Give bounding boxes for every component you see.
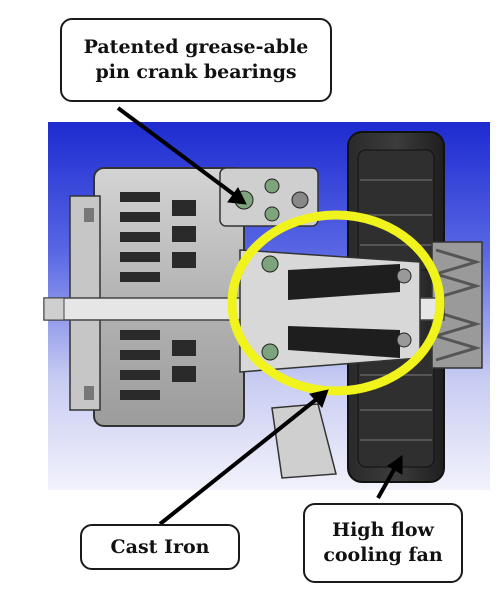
fan-callout: High flow cooling fan bbox=[303, 503, 463, 583]
bearings-arrowhead bbox=[227, 187, 247, 205]
cast-iron-arrowhead bbox=[309, 389, 329, 408]
highlight-ring bbox=[227, 210, 445, 396]
fan-label-line1: High flow bbox=[332, 519, 434, 541]
cast-iron-arrow bbox=[158, 396, 320, 526]
cast-iron-callout: Cast Iron bbox=[80, 524, 240, 570]
rear-housing bbox=[69, 167, 245, 427]
fan-arrowhead bbox=[387, 455, 403, 475]
bearings-label-line1: Patented grease-able bbox=[83, 36, 309, 58]
bearings-arrow bbox=[116, 106, 238, 198]
leader-arrows bbox=[116, 106, 403, 526]
fan-label-line2: cooling fan bbox=[323, 544, 443, 566]
bearings-callout: Patented grease-able pin crank bearings bbox=[60, 18, 332, 102]
fan-arrow bbox=[376, 465, 398, 499]
bearings-label-line2: pin crank bearings bbox=[95, 61, 297, 83]
cast-iron-label: Cast Iron bbox=[110, 535, 210, 558]
cast-iron-section bbox=[239, 249, 421, 373]
